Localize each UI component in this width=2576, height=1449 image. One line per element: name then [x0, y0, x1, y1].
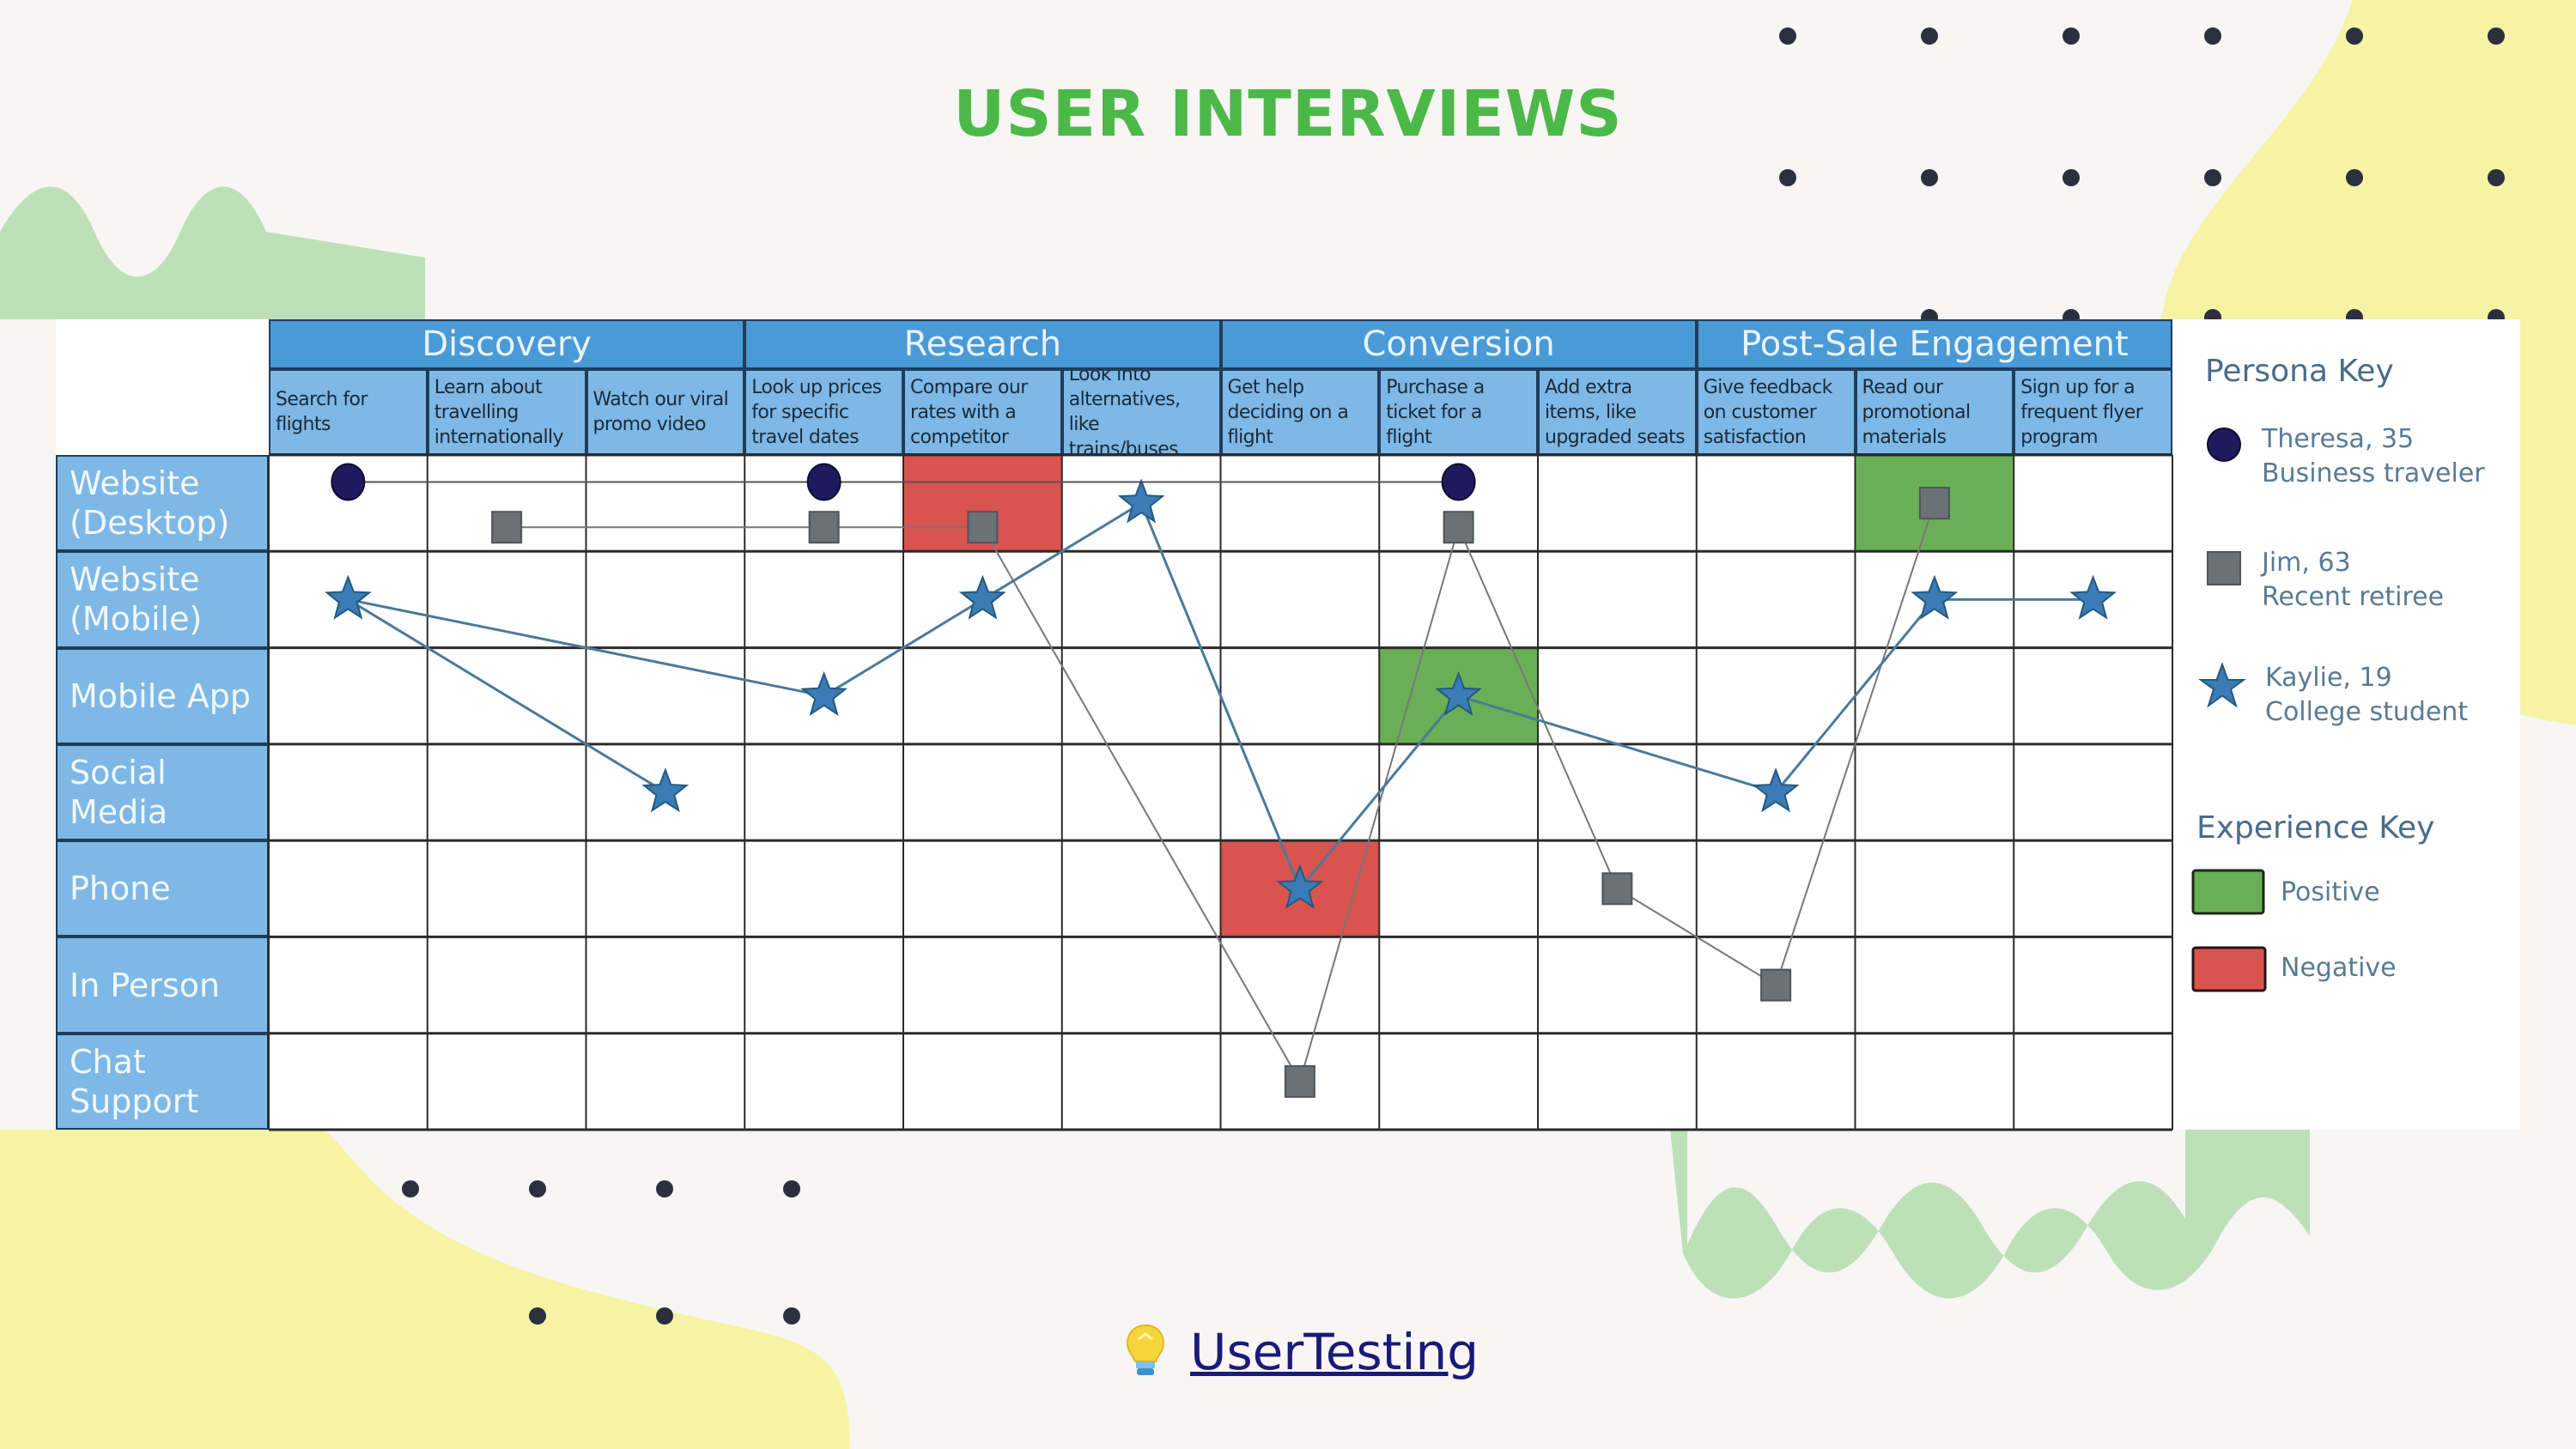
star-path-line	[1298, 694, 1460, 890]
footer-logo: UserTesting	[1125, 1322, 1479, 1382]
negative-label: Negative	[2281, 953, 2397, 983]
step-header: Add extra items, like upgraded seats	[1538, 369, 1697, 455]
kaylie-star-marker	[641, 767, 690, 813]
persona-theresa: Theresa, 35 Business traveler	[2262, 422, 2485, 491]
square-path-line	[1457, 526, 1619, 889]
kaylie-star-marker	[1117, 478, 1165, 524]
jim-square-marker	[1284, 1064, 1315, 1098]
kaylie-star-marker	[1911, 574, 1959, 620]
phase-header: Research	[744, 319, 1221, 369]
square-marker-icon	[2207, 551, 2241, 585]
jim-square-marker	[1443, 511, 1474, 544]
jim-square-marker	[967, 511, 999, 544]
square-path-line	[981, 526, 1301, 1082]
persona-description: Recent retiree	[2262, 582, 2445, 612]
kaylie-star-marker	[1752, 767, 1800, 813]
positive-label: Positive	[2281, 877, 2380, 907]
kaylie-star-marker	[800, 670, 848, 716]
kaylie-star-marker	[1435, 670, 1483, 716]
jim-square-marker	[491, 511, 523, 544]
channel-label: Chat Support	[56, 1033, 269, 1130]
jim-square-marker	[808, 511, 840, 544]
kaylie-star-marker	[958, 574, 1006, 620]
phase-header: Discovery	[269, 319, 745, 369]
star-path-line	[1139, 502, 1302, 889]
phase-header: Post-Sale Engagement	[1696, 319, 2172, 369]
theresa-circle-marker	[331, 463, 366, 501]
persona-name: Kaylie, 19	[2265, 663, 2392, 693]
star-path-line	[347, 598, 666, 794]
square-path-line	[1775, 502, 1935, 985]
step-header: Search for flights	[269, 369, 428, 455]
persona-name: Theresa, 35	[2262, 424, 2415, 454]
channel-label: Website (Desktop)	[56, 455, 269, 552]
channel-label: Website (Mobile)	[56, 551, 269, 648]
channel-label: Phone	[56, 840, 269, 937]
negative-swatch-icon	[2191, 946, 2267, 992]
step-header: Watch our viral promo video	[586, 369, 745, 455]
step-header: Look into alternatives, like trains/buse…	[1061, 369, 1221, 455]
step-header: Compare our rates with a competitor	[903, 369, 1062, 455]
channel-label: In Person	[56, 937, 269, 1034]
step-header: Sign up for a frequent flyer program	[2014, 369, 2172, 455]
persona-description: College student	[2265, 697, 2469, 727]
theresa-circle-marker	[806, 463, 841, 501]
jim-square-marker	[1918, 487, 1950, 520]
persona-name: Jim, 63	[2262, 548, 2351, 578]
theresa-circle-marker	[1441, 463, 1476, 501]
step-header: Read our promotional materials	[1855, 369, 2014, 455]
page-title: USER INTERVIEWS	[953, 77, 1623, 151]
step-header: Get help deciding on a flight	[1220, 369, 1380, 455]
square-path-line	[1298, 526, 1460, 1082]
channel-label: Mobile App	[56, 647, 269, 744]
dot-grid-decoration	[402, 27, 2505, 1325]
star-path-line	[348, 597, 824, 698]
channel-label: Social Media	[56, 743, 269, 841]
star-path-line	[1458, 694, 1777, 794]
persona-kaylie: Kaylie, 19 College student	[2265, 661, 2468, 730]
star-path-line	[981, 501, 1142, 601]
persona-description: Business traveler	[2262, 458, 2485, 488]
square-path-line	[1616, 888, 1777, 986]
jim-square-marker	[1601, 872, 1633, 906]
star-path-line	[823, 598, 984, 697]
persona-jim: Jim, 63 Recent retiree	[2262, 546, 2444, 615]
kaylie-star-marker	[2069, 574, 2117, 620]
step-header: Look up prices for specific travel dates	[744, 369, 903, 455]
brand-link[interactable]: UserTesting	[1190, 1323, 1479, 1381]
experience-key-title: Experience Key	[2196, 810, 2435, 846]
persona-key-title: Persona Key	[2205, 354, 2394, 389]
kaylie-star-marker	[1276, 864, 1324, 909]
phase-header: Conversion	[1220, 319, 1697, 369]
star-path-line	[1774, 598, 1936, 793]
jim-square-marker	[1760, 968, 1792, 1002]
lightbulb-icon	[1126, 1324, 1165, 1375]
positive-swatch-icon	[2191, 869, 2265, 915]
kaylie-star-marker	[324, 574, 372, 620]
circle-marker-icon	[2207, 427, 2241, 462]
star-marker-icon	[2198, 663, 2246, 708]
